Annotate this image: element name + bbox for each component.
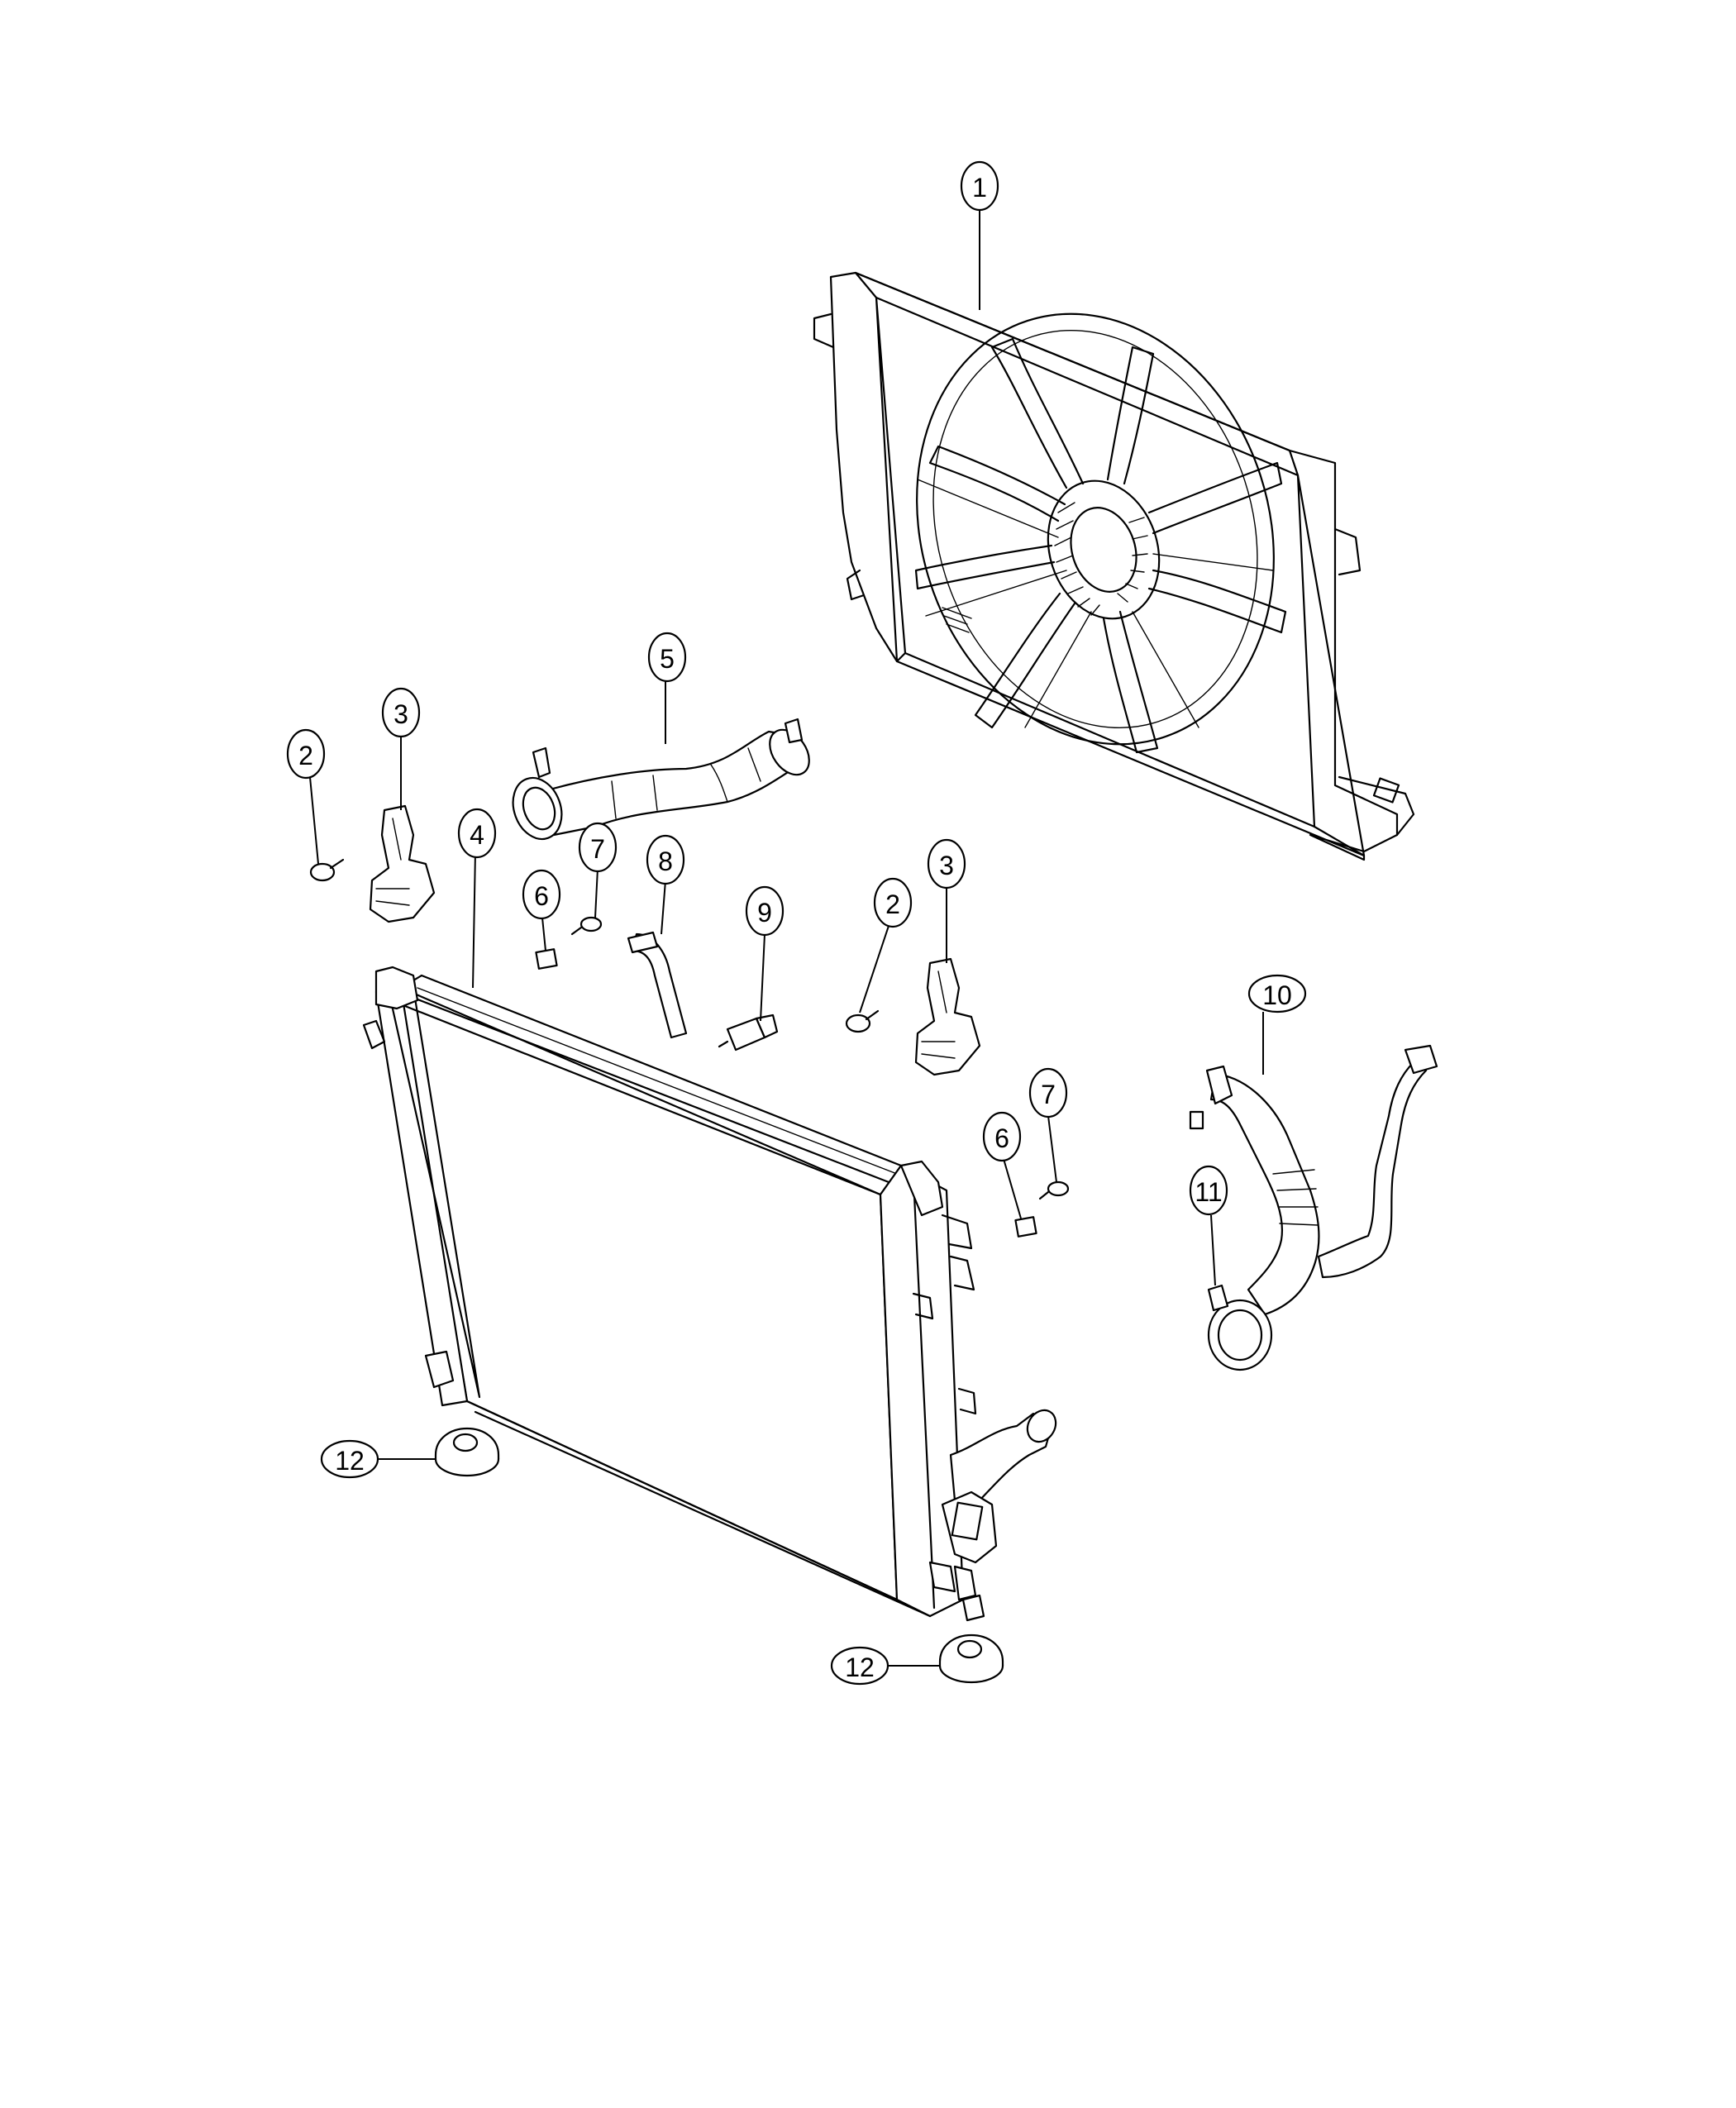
callout-3-left: 3 xyxy=(381,687,421,738)
callout-12-left: 12 xyxy=(320,1439,379,1479)
callout-label: 7 xyxy=(590,834,605,864)
callout-label: 2 xyxy=(885,889,900,919)
callout-7-right: 7 xyxy=(1028,1067,1068,1118)
isolator-right xyxy=(938,1633,1004,1684)
lower-radiator-hose xyxy=(1189,1044,1438,1316)
bolt-left xyxy=(309,858,345,882)
callout-11: 11 xyxy=(1189,1165,1228,1216)
callout-label: 7 xyxy=(1041,1080,1056,1109)
callout-10: 10 xyxy=(1247,974,1307,1013)
bolt-right xyxy=(845,1009,880,1033)
fan-blades xyxy=(914,337,1287,754)
callout-label: 2 xyxy=(298,741,313,770)
callout-label: 12 xyxy=(335,1446,365,1476)
callout-label: 1 xyxy=(972,173,987,203)
radiator xyxy=(362,966,1057,1622)
upper-mount-bracket-right xyxy=(914,957,981,1076)
callout-12-right: 12 xyxy=(830,1646,889,1686)
callout-9: 9 xyxy=(745,885,785,937)
fan-shroud-assembly xyxy=(813,271,1415,861)
callout-label: 3 xyxy=(939,851,954,880)
callout-6-left: 6 xyxy=(522,869,561,920)
callout-6-right: 6 xyxy=(982,1111,1022,1162)
callout-label: 9 xyxy=(757,898,772,928)
callout-8: 8 xyxy=(646,834,685,885)
temperature-sensor xyxy=(718,1013,779,1052)
callout-label: 11 xyxy=(1195,1177,1222,1207)
callout-2-left: 2 xyxy=(286,728,326,780)
upper-mount-bracket-left xyxy=(369,804,436,923)
callout-label: 4 xyxy=(470,820,484,850)
upper-radiator-hose xyxy=(512,718,810,841)
vent-tube xyxy=(627,931,688,1039)
callout-label: 6 xyxy=(534,881,549,911)
callout-label: 3 xyxy=(393,699,408,729)
callout-2-right: 2 xyxy=(873,877,913,928)
callout-label: 6 xyxy=(994,1123,1009,1153)
isolator-left xyxy=(434,1427,500,1477)
screw-right xyxy=(1038,1180,1070,1200)
callout-5: 5 xyxy=(647,632,687,683)
callout-4: 4 xyxy=(457,808,497,859)
hose-clamp xyxy=(1207,1284,1273,1371)
leader-lines xyxy=(309,211,1264,1667)
callout-label: 12 xyxy=(845,1653,875,1682)
screw-left xyxy=(570,916,603,936)
callout-label: 8 xyxy=(658,847,673,876)
callout-7-left: 7 xyxy=(578,822,618,873)
clip-right xyxy=(1014,1216,1037,1238)
callout-1: 1 xyxy=(960,160,999,212)
callout-3-right: 3 xyxy=(927,838,966,889)
clip-left xyxy=(535,948,558,970)
motor-hub-detail xyxy=(1054,502,1148,616)
callout-label: 10 xyxy=(1262,980,1292,1010)
shroud-label-marks xyxy=(942,607,972,633)
callout-label: 5 xyxy=(660,644,675,674)
